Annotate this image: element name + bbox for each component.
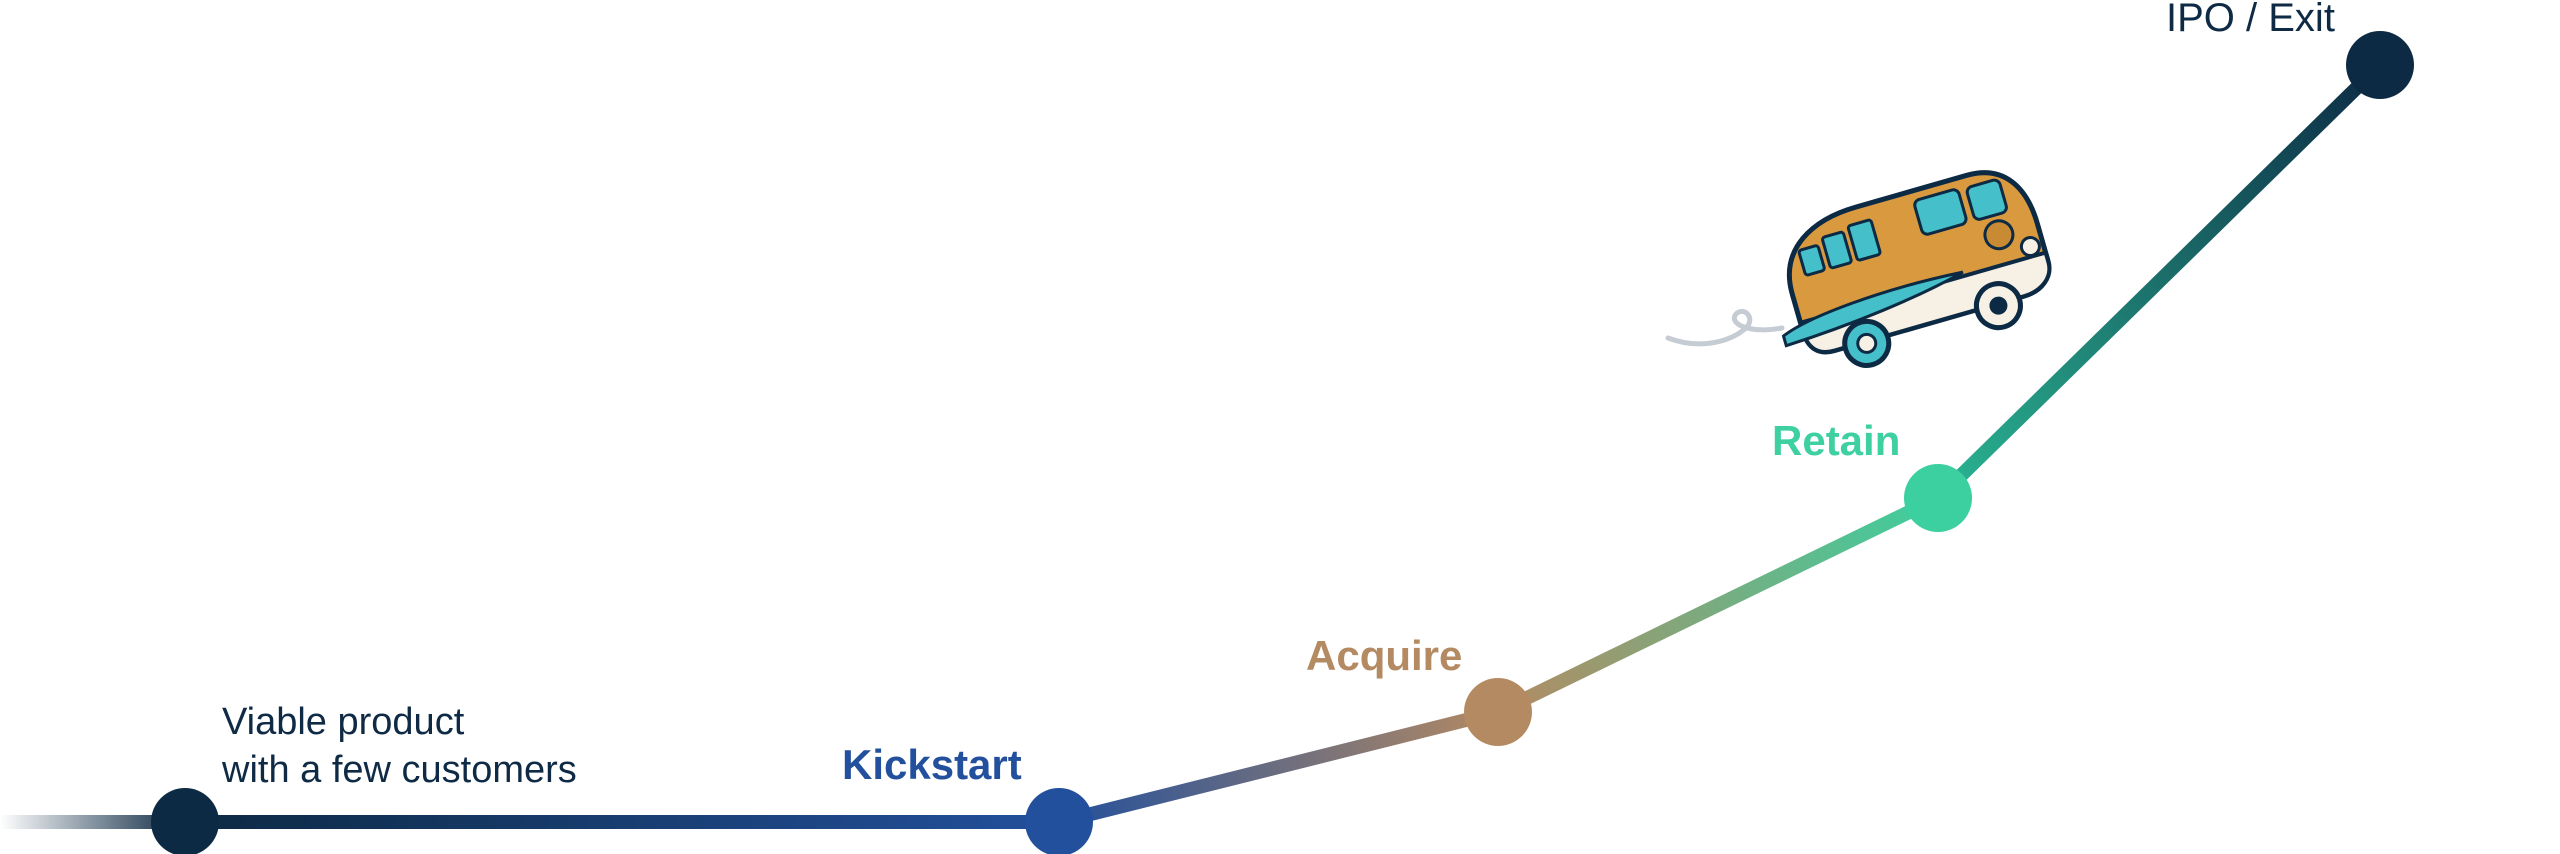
node-kickstart xyxy=(1025,788,1093,854)
start-stage-label: Viable product with a few customers xyxy=(222,698,577,794)
camper-van-icon xyxy=(1668,160,2062,386)
node-retain xyxy=(1904,464,1972,532)
path-segment-retain xyxy=(1498,498,1938,712)
node-acquire xyxy=(1464,678,1532,746)
ipo-exit-label: IPO / Exit xyxy=(2166,0,2335,41)
path-segment-acquire xyxy=(1059,712,1498,822)
node-exit xyxy=(2346,31,2414,99)
start-stage-line-1: Viable product xyxy=(222,701,464,743)
start-stage-line-2: with a few customers xyxy=(222,749,577,791)
node-start xyxy=(151,788,219,854)
kickstart-label: Kickstart xyxy=(842,741,1022,789)
retain-label: Retain xyxy=(1772,417,1900,465)
acquire-label: Acquire xyxy=(1306,632,1462,680)
